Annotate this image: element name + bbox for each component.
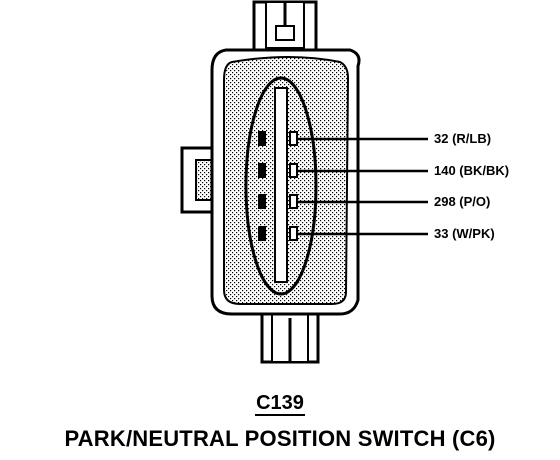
- pin-label-1: 32 (R/LB): [434, 131, 492, 146]
- pin-right-1: [289, 131, 298, 146]
- pin-left-2: [258, 163, 266, 178]
- pin-left-4: [258, 226, 266, 241]
- top-terminal: [252, 0, 318, 62]
- connector-id-text: C139: [255, 392, 305, 416]
- pin-left-3: [258, 194, 266, 209]
- pin-label-3: 298 (P/O): [434, 194, 491, 209]
- pin-right-3: [289, 194, 298, 209]
- side-latch: [180, 146, 214, 214]
- pin-label-4: 33 (W/PK): [434, 226, 495, 241]
- component-name-label: PARK/NEUTRAL POSITION SWITCH (C6): [64, 426, 496, 451]
- pin-left-1: [258, 131, 266, 146]
- pin-label-2: 140 (BK/BK): [434, 163, 510, 178]
- connector-id-label: C139: [0, 392, 560, 416]
- pin-row-left: [258, 131, 266, 241]
- pin-right-2: [289, 163, 298, 178]
- pin-right-4: [289, 226, 298, 241]
- pin-leader-lines: [297, 137, 428, 236]
- center-rib: [274, 87, 288, 283]
